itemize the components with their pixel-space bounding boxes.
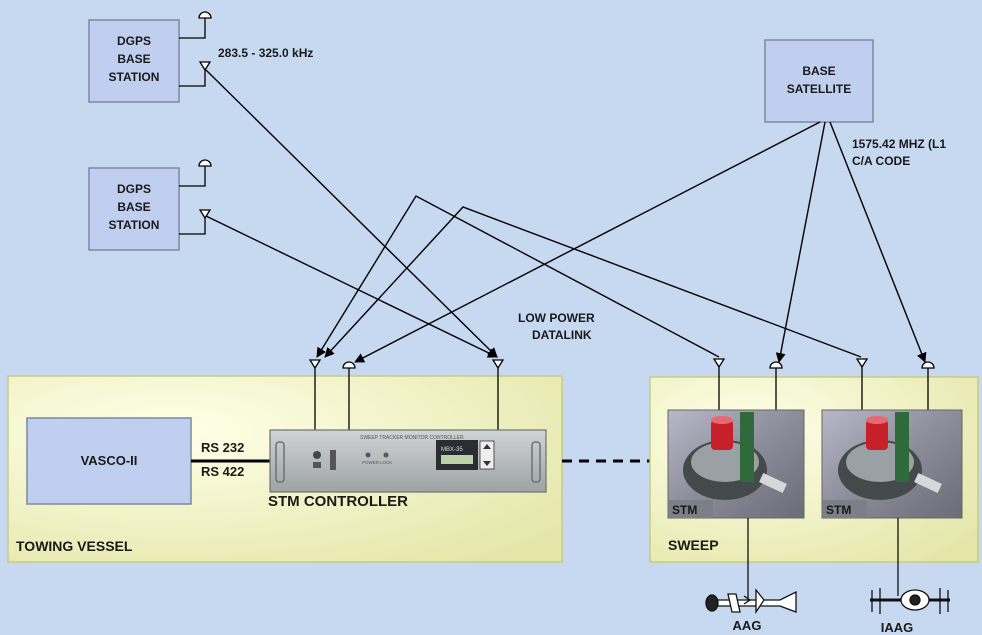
controller-brand-label: MBX-35 [441, 447, 463, 453]
satellite-to-controller-line [354, 121, 821, 363]
rs422-label: RS 422 [201, 464, 244, 479]
dgps2-line1: DGPS [117, 182, 151, 196]
dgps1-line2: BASE [117, 52, 150, 66]
stm2-green-antenna-icon [895, 412, 909, 482]
controller-buttons [479, 440, 495, 470]
aag-device-icon [705, 588, 797, 615]
beacon-frequency-label: 283.5 - 325.0 kHz [218, 46, 313, 60]
satellite-line1: BASE [802, 64, 835, 78]
gps-frequency-label-2: C/A CODE [852, 154, 910, 168]
sweep-zone: SWEEP STM [649, 358, 979, 600]
gps-frequency-label-1: 1575.42 MHZ (L1 [852, 137, 946, 151]
signal-lines [205, 69, 927, 363]
lock-led-icon [383, 452, 389, 458]
iaag-label: IAAG [881, 620, 914, 635]
datalink-label-1: LOW POWER [518, 311, 595, 325]
stm-controller-unit: SWEEP TRACKER MONITOR CONTROLLER POWER L… [269, 429, 547, 493]
beacon2-to-controller-line [205, 215, 498, 358]
datalink-label-2: DATALINK [532, 328, 592, 342]
base-satellite: BASE SATELLITE [764, 39, 874, 123]
dgps2-line3: STATION [109, 218, 160, 232]
stm2-datalink-antenna-icon [855, 358, 869, 369]
controller-left-handle [275, 441, 285, 483]
stm1-label: STM [672, 503, 697, 517]
stm-controller-caption: STM CONTROLLER [268, 493, 408, 510]
lock-led-label: LOCK [380, 460, 392, 465]
iaag-device-icon [870, 588, 950, 614]
stm1-datalink-antenna-icon [712, 358, 726, 369]
towing-vessel-zone: TOWING VESSEL VASCO-II RS 232 RS 422 SWE… [7, 359, 563, 563]
dgps1-antennas [179, 11, 212, 87]
stm1-unit: STM [667, 409, 805, 519]
controller-knob-icon [313, 451, 321, 459]
towing-vessel-label: TOWING VESSEL [16, 538, 133, 554]
stm1-gps-antenna-icon [769, 361, 783, 369]
dgps-base-station-1: DGPS BASE STATION [88, 19, 180, 103]
stm1-green-antenna-icon [740, 412, 754, 482]
dgps2-antennas [179, 159, 212, 235]
controller-gps-antenna-icon [342, 361, 356, 369]
dgps2-line2: BASE [117, 200, 150, 214]
datalink-stm1-line [316, 195, 720, 358]
power-led-icon [365, 452, 371, 458]
stm1-red-cap-icon [711, 420, 733, 450]
stm2-unit: STM [821, 409, 963, 519]
vasco-box [26, 417, 192, 505]
satellite-to-stm2-line [829, 121, 927, 363]
controller-beacon-antenna-icon [491, 359, 505, 370]
stm2-label: STM [826, 503, 851, 517]
up-arrow-icon [483, 444, 491, 449]
stm2-red-cap-icon [866, 420, 888, 450]
satellite-line2: SATELLITE [787, 82, 851, 96]
controller-right-handle [531, 441, 541, 483]
rs232-label: RS 232 [201, 440, 244, 455]
datalink-stm2-line [324, 206, 862, 358]
aag-label: AAG [733, 618, 762, 633]
controller-lcd [441, 455, 473, 464]
controller-panel-header: SWEEP TRACKER MONITOR CONTROLLER [360, 435, 464, 441]
dgps1-line3: STATION [109, 70, 160, 84]
beacon1-to-controller-line [205, 69, 498, 358]
vasco-label: VASCO-II [81, 453, 138, 468]
stm2-gps-antenna-icon [921, 361, 935, 369]
down-arrow-icon [483, 461, 491, 466]
controller-datalink-antenna-icon [308, 359, 322, 370]
dgps1-line1: DGPS [117, 34, 151, 48]
satellite-to-stm1-line [775, 121, 826, 363]
sweep-label: SWEEP [668, 537, 719, 553]
power-led-label: POWER [362, 460, 380, 465]
dgps-base-station-2: DGPS BASE STATION [88, 167, 180, 251]
controller-switch-icon [330, 450, 336, 470]
